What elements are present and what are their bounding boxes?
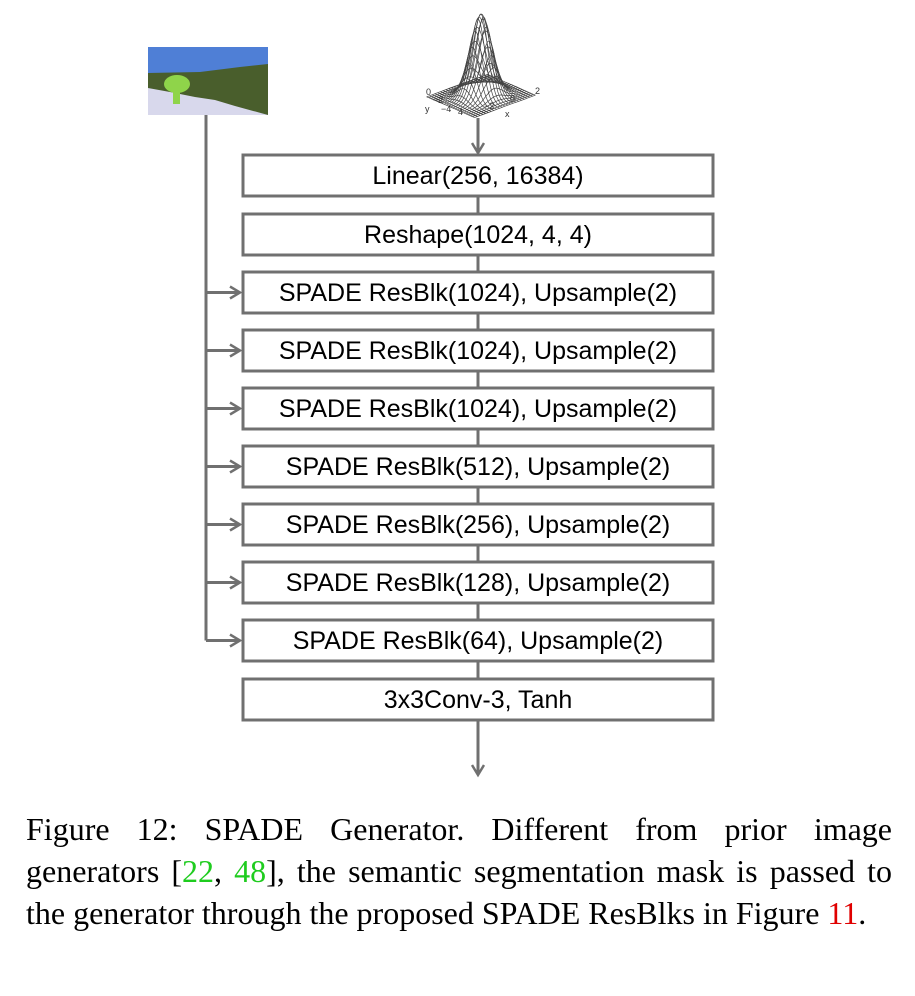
y-tick: −4 [441,104,451,114]
block-spade-resblk-64: SPADE ResBlk(64), Upsample(2) [241,618,715,663]
x-tick: −2 [484,101,494,111]
x-tick: 2 [535,86,540,96]
block-label: 3x3Conv-3, Tanh [384,686,573,714]
caption-middle: ], the semantic segmentation mask is pas… [26,853,893,931]
caption-suffix: . [858,895,867,931]
y-axis-letter: y [425,104,430,114]
surface-mesh-line [481,76,531,98]
block-label: SPADE ResBlk(512), Upsample(2) [286,453,670,481]
block-label: Reshape(1024, 4, 4) [364,221,592,249]
block-box [241,677,715,722]
citation-link-48[interactable]: 48 [234,853,267,889]
x-tick: 4 [458,107,463,117]
y-tick: −2 [433,95,443,105]
block-spade-resblk-1024-b: SPADE ResBlk(1024), Upsample(2) [241,328,715,373]
block-label: SPADE ResBlk(1024), Upsample(2) [279,337,677,365]
gaussian-noise-surface-plot: 0 −2 −4 y 4 −2 0 2 x [425,13,540,119]
block-box [241,386,715,431]
surface-mesh-line [484,75,533,97]
block-linear: Linear(256, 16384) [241,153,715,198]
y-tick: 0 [426,87,431,97]
x-axis-letter: x [505,109,510,119]
block-box [241,270,715,315]
surface-mesh-line [487,74,536,96]
block-box [241,444,715,489]
block-spade-resblk-256: SPADE ResBlk(256), Upsample(2) [241,502,715,547]
caption-prefix: Figure 12: SPADE Generator. Different fr… [26,811,892,889]
surface-mesh-line [428,74,490,99]
generator-blocks: Linear(256, 16384) Reshape(1024, 4, 4) S… [241,153,715,722]
spade-generator-diagram: 0 −2 −4 y 4 −2 0 2 x Linear(256, 16384) … [148,13,715,800]
block-label: SPADE ResBlk(1024), Upsample(2) [279,279,677,307]
block-spade-resblk-1024-a: SPADE ResBlk(1024), Upsample(2) [241,270,715,315]
block-box [241,328,715,373]
block-spade-resblk-512: SPADE ResBlk(512), Upsample(2) [241,444,715,489]
citation-link-22[interactable]: 22 [182,853,215,889]
block-spade-resblk-1024-c: SPADE ResBlk(1024), Upsample(2) [241,386,715,431]
block-box [241,212,715,257]
block-box [241,153,715,198]
block-box [241,560,715,605]
block-label: Linear(256, 16384) [372,162,583,190]
block-label: SPADE ResBlk(64), Upsample(2) [293,627,663,655]
block-conv-tanh: 3x3Conv-3, Tanh [241,677,715,722]
surface-mesh-line [467,92,530,116]
surface-mesh-line [430,75,492,100]
block-box [241,502,715,547]
caption-separator: , [214,853,235,889]
block-reshape: Reshape(1024, 4, 4) [241,212,715,257]
surface-mesh-line [448,16,510,107]
surface-mesh-line [443,40,505,105]
surface-axis-ticks: 0 −2 −4 y 4 −2 0 2 x [425,86,540,119]
surface-mesh-line [426,74,488,98]
figure-caption: Figure 12: SPADE Generator. Different fr… [26,808,892,934]
block-label: SPADE ResBlk(1024), Upsample(2) [279,395,677,423]
x-tick: 0 [510,94,515,104]
block-box [241,618,715,663]
block-label: SPADE ResBlk(256), Upsample(2) [286,511,670,539]
block-label: SPADE ResBlk(128), Upsample(2) [286,569,670,597]
segmentation-mask-image [148,47,268,115]
connectors [204,115,478,775]
block-spade-resblk-128: SPADE ResBlk(128), Upsample(2) [241,560,715,605]
figure-ref-link-11[interactable]: 11 [827,895,859,931]
